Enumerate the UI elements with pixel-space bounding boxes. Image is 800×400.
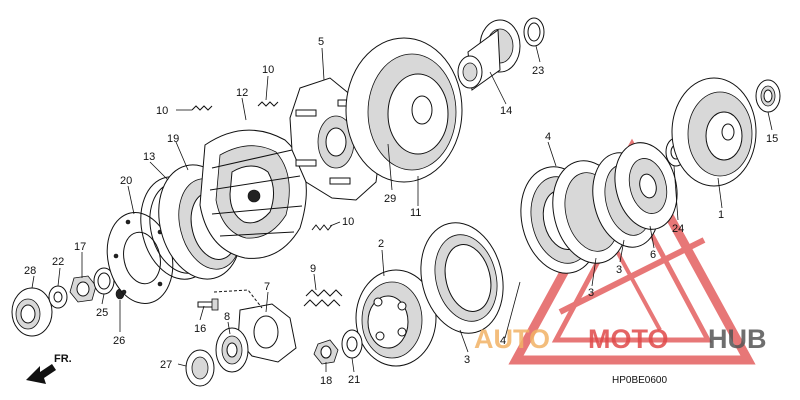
watermark-word-hub: HUB (708, 324, 767, 354)
callout-13: 13 (143, 151, 155, 163)
watermark-word-auto: AUTO (474, 324, 550, 354)
callout-25: 25 (96, 307, 108, 319)
washer-23 (523, 17, 545, 47)
nut-17 (69, 275, 97, 303)
callout-21: 21 (348, 374, 360, 386)
clutch-housing-1 (671, 77, 757, 187)
callout-22: 22 (52, 256, 64, 268)
spring-10b (257, 101, 279, 107)
callout-6: 6 (650, 249, 656, 261)
callout-7: 7 (264, 281, 270, 293)
spring-9 (303, 289, 343, 307)
washer-25 (93, 267, 115, 295)
fr-label: FR. (54, 353, 72, 365)
callout-17: 17 (74, 241, 86, 253)
callout-10a: 10 (156, 105, 168, 117)
callout-26: 26 (113, 335, 125, 347)
callout-18: 18 (320, 375, 332, 387)
washer-22 (48, 285, 68, 309)
callout-10b: 10 (262, 64, 274, 76)
callout-8: 8 (224, 311, 230, 323)
bearing-27 (185, 349, 215, 387)
spring-10c (311, 224, 333, 231)
callout-28: 28 (24, 265, 36, 277)
washer-21 (341, 329, 363, 359)
callout-19: 19 (167, 133, 179, 145)
callout-9: 9 (310, 263, 316, 275)
leader-lines (31, 45, 773, 373)
callout-4a: 4 (545, 131, 551, 143)
watermark-text: AUTO MOTO HUB (474, 324, 767, 354)
watermark-word-moto: MOTO (588, 324, 669, 354)
callout-12: 12 (236, 87, 248, 99)
callout-10c: 10 (342, 216, 354, 228)
callout-3c: 3 (616, 264, 622, 276)
front-direction-arrow: FR. (26, 353, 72, 384)
spring-10a (191, 105, 213, 111)
hub-2 (355, 269, 437, 367)
diagram-code: HP0BE0600 (612, 375, 667, 386)
seal-8 (215, 327, 249, 373)
callout-23: 23 (532, 65, 544, 77)
drum-11 (345, 37, 463, 183)
callout-1: 1 (718, 209, 724, 221)
bearing-28 (11, 287, 53, 337)
callout-labels: 1 2 3 3 3 4 4 5 6 7 8 9 10 10 10 11 12 1… (24, 36, 778, 387)
shoe-assembly-12 (199, 129, 307, 259)
nut-18 (313, 339, 339, 365)
callout-3a: 3 (464, 354, 470, 366)
callout-2: 2 (378, 238, 384, 250)
pressure-plate-6 (614, 142, 678, 230)
callout-16: 16 (194, 323, 206, 335)
bolt-16 (197, 298, 219, 311)
bushing-15 (755, 79, 781, 113)
callout-4b: 4 (500, 335, 506, 347)
callout-27: 27 (160, 359, 172, 371)
callout-3b: 3 (588, 287, 594, 299)
callout-20: 20 (120, 175, 132, 187)
callout-15: 15 (766, 133, 778, 145)
clutch-plate-3a (420, 222, 504, 334)
gear-14 (457, 19, 521, 91)
callout-24: 24 (672, 223, 684, 235)
callout-14: 14 (500, 105, 512, 117)
plate-20 (106, 212, 174, 304)
gasket-7 (213, 289, 297, 363)
callout-11: 11 (410, 207, 421, 219)
callout-5: 5 (318, 36, 324, 48)
callout-29: 29 (384, 193, 396, 205)
